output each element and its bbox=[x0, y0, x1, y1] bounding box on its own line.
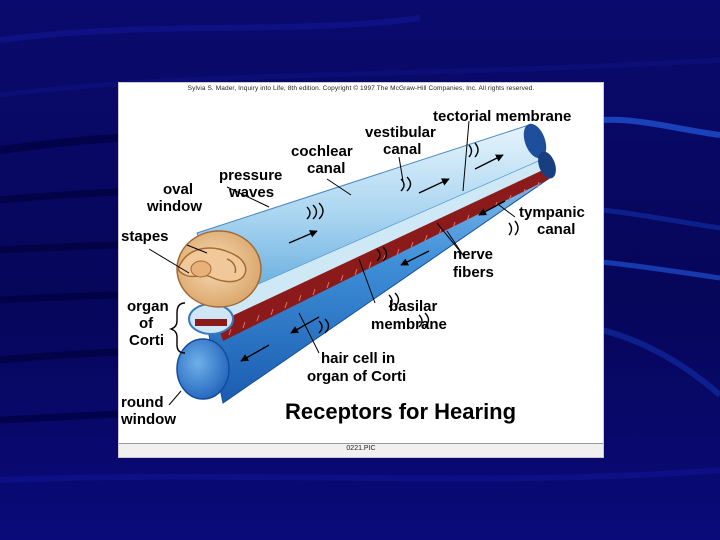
apex-cap-lower bbox=[538, 151, 556, 179]
figure-title: Receptors for Hearing bbox=[285, 399, 516, 424]
label-nerve-fibers-line2: fibers bbox=[453, 264, 494, 281]
label-cochlear-canal-line1: cochlear bbox=[291, 143, 353, 160]
stapes-bone bbox=[177, 247, 247, 283]
label-vestibular-canal-line1: vestibular bbox=[365, 124, 436, 141]
label-cochlear-canal-line2: canal bbox=[307, 160, 345, 177]
label-nerve-fibers-line1: nerve bbox=[453, 246, 493, 263]
label-organ-of-corti-line3: Corti bbox=[129, 332, 164, 349]
figure-file-bar: 0221.PIC bbox=[119, 443, 603, 457]
copyright-credit: Sylvia S. Mader, Inquiry into Life, 8th … bbox=[187, 85, 535, 92]
label-oval-window-line2: window bbox=[146, 198, 202, 215]
label-organ-of-corti-line1: organ bbox=[127, 298, 169, 315]
label-hair-cell-line2: organ of Corti bbox=[307, 368, 406, 385]
pressure-wave-marks bbox=[306, 142, 519, 334]
label-oval-window-line1: oval bbox=[163, 181, 193, 198]
label-basilar-membrane-line2: membrane bbox=[371, 316, 447, 333]
label-stapes: stapes bbox=[121, 228, 169, 245]
round-window-membrane bbox=[176, 338, 230, 400]
label-pressure-waves-line2: waves bbox=[228, 184, 274, 201]
label-tympanic-canal-line2: canal bbox=[537, 221, 575, 238]
label-basilar-membrane-line1: basilar bbox=[389, 298, 438, 315]
label-round-window-line2: window bbox=[120, 411, 176, 428]
figure-file-label: 0221.PIC bbox=[346, 445, 376, 452]
label-vestibular-canal-line2: canal bbox=[383, 141, 421, 158]
apex-cap-upper bbox=[523, 123, 547, 159]
cochlea-diagram: tectorial membrane vestibular canal coch… bbox=[120, 108, 585, 428]
label-organ-of-corti-line2: of bbox=[139, 315, 154, 332]
label-hair-cell-line1: hair cell in bbox=[321, 350, 395, 367]
label-round-window-line1: round bbox=[121, 394, 164, 411]
label-tympanic-canal-line1: tympanic bbox=[519, 204, 585, 221]
hair-cells bbox=[228, 181, 540, 336]
cochlea-figure: Sylvia S. Mader, Inquiry into Life, 8th … bbox=[118, 82, 604, 458]
label-pressure-waves-line1: pressure bbox=[219, 167, 282, 184]
leader-lines bbox=[148, 120, 516, 406]
label-tectorial-membrane: tectorial membrane bbox=[433, 108, 571, 125]
organ-of-corti-brace bbox=[168, 302, 186, 354]
